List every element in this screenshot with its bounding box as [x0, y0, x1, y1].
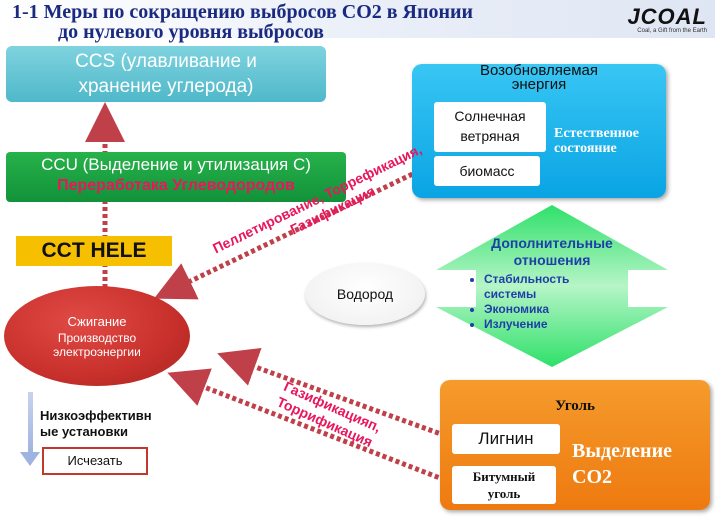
arrow-renewable-to-combustion — [153, 165, 427, 300]
natural-line1: Естественное — [554, 126, 640, 141]
page-title-line1: 1-1 Меры по сокращению выбросов CO2 в Яп… — [12, 1, 474, 23]
ccs-line2: хранение углерода) — [78, 76, 254, 97]
renewable-title: Возобновляемая энергия — [412, 62, 666, 93]
list-item-continuation: системы — [484, 287, 537, 301]
combustion-line3: электроэнергии — [53, 344, 141, 359]
page-title-line2: до нулевого уровня выбросов — [58, 21, 324, 43]
solar-line1: Солнечная — [454, 108, 526, 124]
hydrogen-ellipse: Водород — [305, 263, 425, 325]
header-band — [0, 0, 715, 38]
ccu-box: CCU (Выделение и утилизация C) Переработ… — [6, 152, 346, 202]
solar-wind-box: Солнечная ветряная — [434, 102, 546, 152]
additional-title-line1: Дополнительные — [491, 235, 613, 251]
low-efficiency-label: Низкоэффективн ые установки — [40, 408, 152, 440]
ccs-line1: CCS (улавливание и — [75, 51, 257, 72]
arrow-lignite-to-combustion — [217, 347, 453, 441]
low-efficiency-line2: ые установки — [40, 424, 128, 439]
combustion-title: Сжигание — [67, 313, 127, 329]
down-arrow-head — [20, 452, 40, 466]
natural-state-label: Естественное состояние — [554, 126, 639, 156]
low-efficiency-line1: Низкоэффективн — [40, 408, 152, 423]
list-item: Экономика — [484, 302, 642, 317]
bitumen-box: Битумный уголь — [452, 466, 556, 504]
cct-hele-box: CCT HELE — [16, 236, 172, 266]
additional-title-line2: отношения — [513, 252, 591, 268]
lignite-box: Лигнин — [452, 424, 560, 454]
bitumen-line1: Битумный — [472, 469, 536, 484]
combustion-line2: Производство — [57, 330, 137, 345]
additional-relations-arrow — [436, 205, 668, 367]
ccu-title: CCU (Выделение и утилизация C) — [41, 155, 311, 174]
co2-line1: Выделение — [572, 440, 672, 462]
logo-tagline: Coal, a Gift from the Earth — [637, 28, 707, 34]
renewable-title-line1: Возобновляемая — [479, 62, 599, 79]
natural-line2: состояние — [554, 141, 617, 156]
combustion-ellipse: Сжигание Производство электроэнергии — [4, 286, 190, 386]
ccu-subtitle: Переработака Углеводородов — [57, 177, 295, 194]
bitumen-line2: уголь — [487, 486, 521, 501]
arrow-bitumen-to-combustion — [167, 368, 446, 483]
disappear-box: Исчезать — [42, 447, 148, 475]
ccs-box: CCS (улавливание и хранение углерода) — [6, 46, 326, 102]
down-arrow-shaft — [28, 392, 33, 454]
additional-list: Стабильность системы Экономика Излучение — [462, 272, 642, 332]
co2-separation-label: Выделение CO2 — [572, 438, 672, 490]
solar-line2: ветряная — [460, 128, 520, 144]
co2-line2: CO2 — [572, 466, 612, 488]
coal-title: Уголь — [555, 398, 595, 414]
jcoal-logo: JCOAL Coal, a Gift from the Earth — [627, 4, 707, 34]
biomass-box: биомасс — [434, 156, 540, 186]
additional-title: Дополнительные отношения — [462, 235, 642, 269]
list-item: Излучение — [484, 317, 642, 332]
coal-box: Уголь Лигнин Битумный уголь Выделение CO… — [440, 380, 710, 510]
renewable-energy-box: Возобновляемая энергия Солнечная ветряна… — [412, 62, 666, 198]
renewable-title-line2: энергия — [511, 76, 567, 93]
additional-relations: Дополнительные отношения Стабильность си… — [462, 235, 642, 332]
logo-mark: JCOAL — [627, 4, 707, 29]
list-item: Стабильность — [484, 272, 642, 287]
